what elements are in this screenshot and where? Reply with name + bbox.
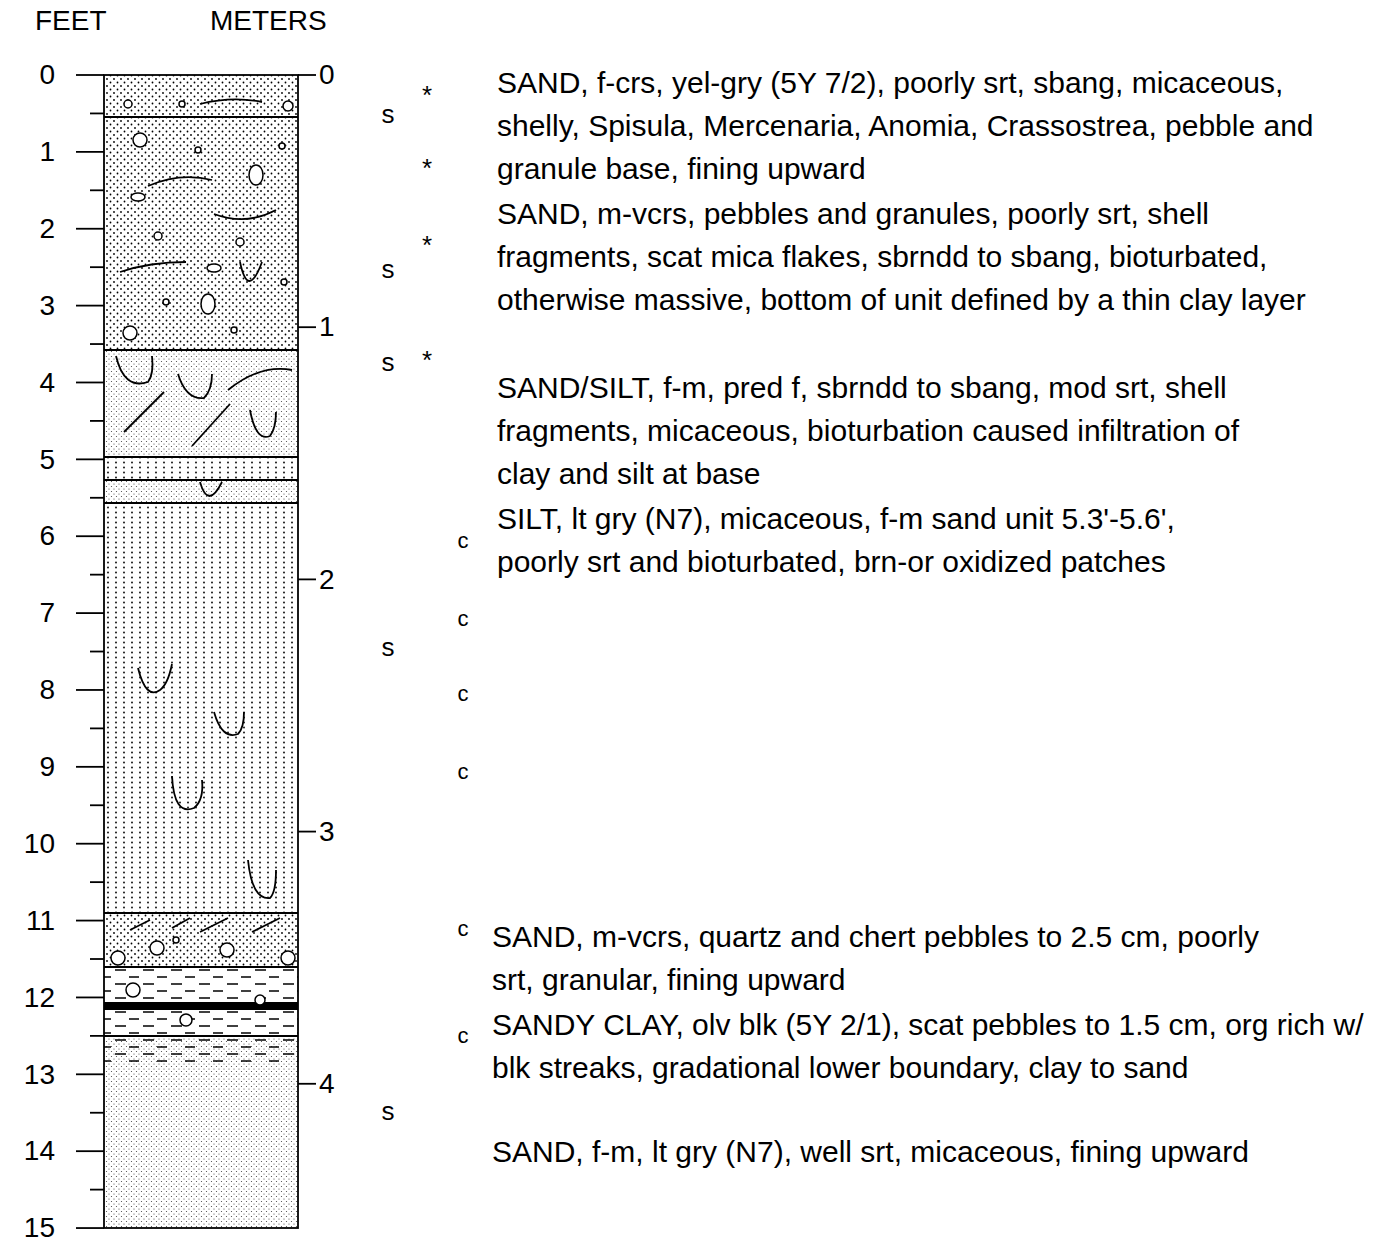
scale-tick (76, 612, 104, 614)
scale-tick (76, 151, 104, 153)
sample-mark: c (458, 759, 469, 785)
feet-value: 11 (26, 904, 55, 938)
scale-tick (76, 843, 104, 845)
feet-value: 4 (39, 366, 55, 400)
feet-value: 8 (39, 673, 55, 707)
scale-tick (298, 578, 316, 580)
scale-tick (90, 727, 104, 729)
fossil-mark: * (422, 230, 432, 261)
feet-value: 3 (39, 289, 55, 323)
sample-mark: s (382, 632, 395, 663)
scale-tick (90, 804, 104, 806)
feet-value: 2 (39, 212, 55, 246)
scale-tick (298, 326, 316, 328)
scale-tick (90, 1112, 104, 1114)
unit-boundaries (104, 75, 298, 1228)
scale-tick (76, 535, 104, 537)
unit-description: SAND, m-vcrs, quartz and chert pebbles t… (492, 915, 1302, 1001)
fossil-mark: * (422, 153, 432, 184)
scale-tick (90, 497, 104, 499)
feet-value: 1 (39, 135, 55, 169)
fossil-mark: * (422, 345, 432, 376)
unit-description: SAND, f-m, lt gry (N7), well srt, micace… (492, 1130, 1272, 1173)
column-fill (104, 75, 298, 1228)
scale-tick (90, 958, 104, 960)
scale-tick (298, 1083, 316, 1085)
scale-tick (90, 343, 104, 345)
bioturbation-marks (116, 99, 292, 932)
scale-tick (90, 1035, 104, 1037)
meter-value: 3 (319, 815, 335, 849)
scale-tick (298, 74, 316, 76)
meter-value: 4 (319, 1067, 335, 1101)
sample-mark: c (458, 916, 469, 942)
unit-description: SANDY CLAY, olv blk (5Y 2/1), scat pebbl… (492, 1003, 1367, 1089)
scale-tick (90, 574, 104, 576)
scale-tick (76, 1073, 104, 1075)
feet-value: 7 (39, 596, 55, 630)
scale-tick (76, 997, 104, 999)
sample-mark: c (458, 606, 469, 632)
unit-description: SAND, f-crs, yel-gry (5Y 7/2), poorly sr… (497, 61, 1317, 190)
scale-tick (76, 382, 104, 384)
meter-value: 0 (319, 58, 335, 92)
feet-value: 10 (24, 827, 55, 861)
scale-tick (76, 458, 104, 460)
scale-tick (76, 1227, 104, 1229)
fossil-mark: * (422, 80, 432, 111)
meter-value: 2 (319, 563, 335, 597)
meter-value: 1 (319, 310, 335, 344)
feet-value: 5 (39, 443, 55, 477)
scale-tick (90, 266, 104, 268)
feet-value: 15 (24, 1211, 55, 1245)
sample-mark: s (382, 99, 395, 130)
scale-tick (76, 920, 104, 922)
feet-value: 12 (24, 981, 55, 1015)
scale-tick (76, 305, 104, 307)
axis-title: METERS (210, 4, 327, 38)
sample-mark: c (458, 1023, 469, 1049)
scale-tick (90, 189, 104, 191)
sample-mark: s (382, 1096, 395, 1127)
feet-value: 0 (39, 58, 55, 92)
scale-tick (76, 1150, 104, 1152)
sample-mark: s (382, 254, 395, 285)
feet-value: 14 (24, 1134, 55, 1168)
scale-tick (76, 228, 104, 230)
feet-value: 9 (39, 750, 55, 784)
scale-tick (90, 881, 104, 883)
sample-mark: s (382, 347, 395, 378)
scale-ticks (76, 75, 316, 1228)
scale-tick (76, 689, 104, 691)
scale-tick (76, 74, 104, 76)
axis-title: FEET (35, 4, 107, 38)
scale-tick (298, 831, 316, 833)
scale-tick (90, 1189, 104, 1191)
unit-description: SAND/SILT, f-m, pred f, sbrndd to sbang,… (497, 366, 1297, 495)
unit-description: SAND, m-vcrs, pebbles and granules, poor… (497, 192, 1329, 321)
scale-tick (76, 766, 104, 768)
scale-tick (90, 113, 104, 115)
feet-value: 6 (39, 519, 55, 553)
sample-mark: c (458, 681, 469, 707)
pebbles (111, 100, 295, 1026)
feet-value: 13 (24, 1058, 55, 1092)
sample-mark: c (458, 528, 469, 554)
scale-tick (90, 420, 104, 422)
unit-description: SILT, lt gry (N7), micaceous, f-m sand u… (497, 497, 1187, 583)
scale-tick (90, 651, 104, 653)
